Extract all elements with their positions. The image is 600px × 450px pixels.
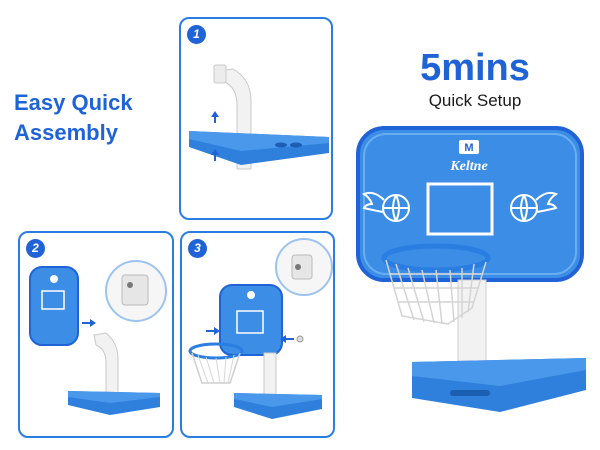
headline-line-1: Easy Quick	[14, 90, 133, 115]
step-1-badge: 1	[187, 25, 206, 44]
brand-logo: M Keltne	[449, 140, 488, 174]
step-2-illustration	[29, 260, 167, 415]
step-1-illustration	[189, 64, 329, 170]
arrow-left-icon	[280, 335, 294, 343]
headline: Easy Quick Assembly	[14, 88, 174, 148]
arrow-right-icon	[82, 319, 96, 327]
step-2-badge: 2	[26, 239, 45, 258]
basketball-wings-icon	[361, 191, 410, 222]
step-1-panel: 1	[179, 17, 333, 220]
basketball-wings-icon	[510, 191, 559, 222]
step-3-panel: 3	[180, 231, 335, 438]
setup-label: Quick Setup	[428, 91, 522, 110]
step-2-panel: 2	[18, 231, 174, 438]
step-3-illustration	[188, 238, 333, 419]
setup-time-callout: 5mins Quick Setup	[370, 48, 580, 112]
arrow-up-icon	[211, 111, 219, 161]
headline-line-2: Assembly	[14, 120, 118, 145]
arrow-right-icon	[206, 327, 220, 335]
step-3-badge: 3	[188, 239, 207, 258]
brand-logo-letter: M	[464, 142, 473, 154]
setup-time: 5mins	[420, 47, 530, 89]
brand-name: Keltne	[449, 159, 487, 174]
hoop-product-illustration: M Keltne	[356, 126, 586, 412]
